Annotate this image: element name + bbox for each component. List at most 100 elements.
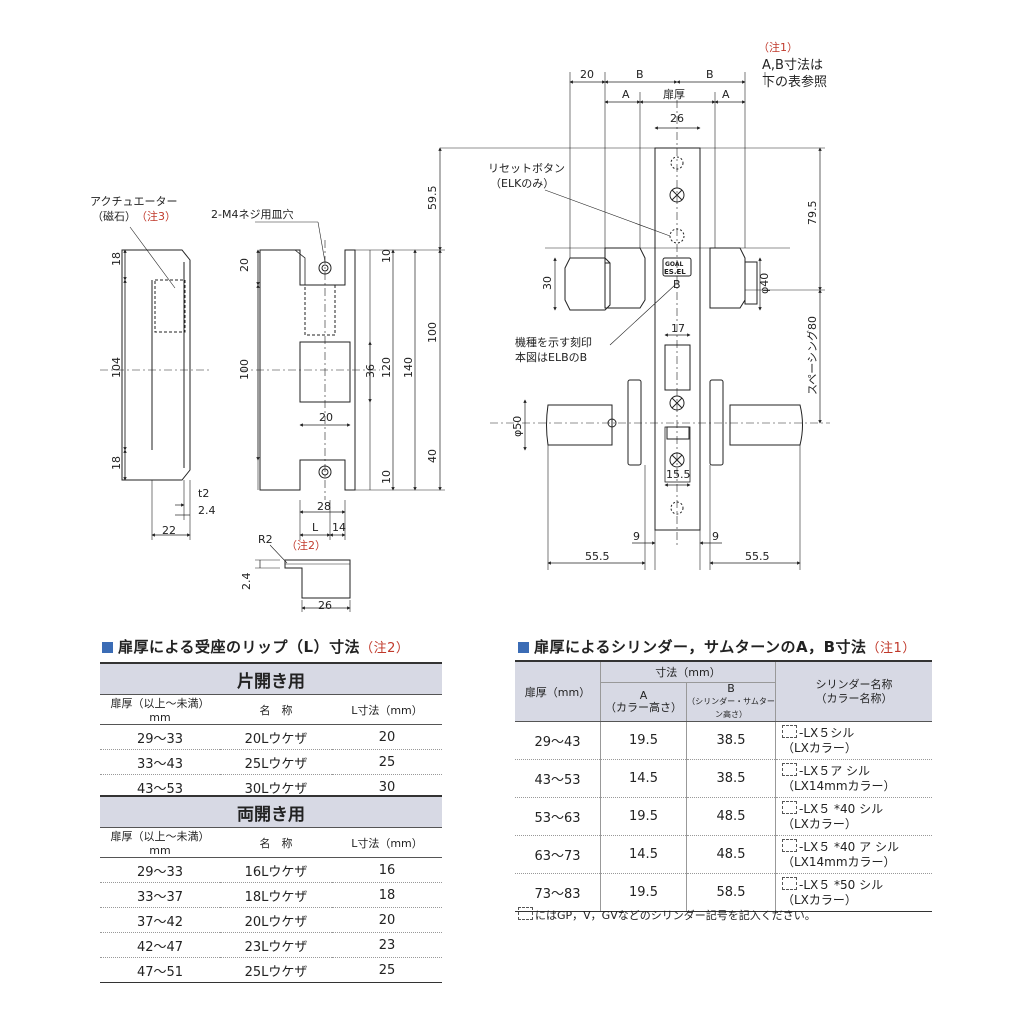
cell: 20 <box>332 724 442 750</box>
brand-mark-2: ES.EL <box>664 268 686 276</box>
single-door-band: 片開き用 <box>100 662 442 695</box>
cell: 25Lウケザ <box>220 749 332 775</box>
cell: 37～42 <box>100 907 220 933</box>
dim-100: 100 <box>238 359 251 380</box>
dim-140: 140 <box>402 357 415 378</box>
lock-front-view <box>438 72 830 570</box>
cell: 63～73 <box>515 835 601 874</box>
cell: 14.5 <box>600 759 687 798</box>
phi40-label: φ40 <box>758 273 771 294</box>
cell: -LX５ *40 シル（LXカラー） <box>775 797 932 836</box>
blank-box <box>782 801 797 814</box>
col-b-label: B <box>727 682 735 695</box>
dim-100b: 100 <box>426 322 439 343</box>
collar-name: （LX14mmカラー） <box>782 855 896 869</box>
col-l: L寸法（mm） <box>332 827 442 858</box>
note1-text2: 下の表参照 <box>762 74 827 90</box>
reset-button-label: リセットボタン <box>488 162 565 175</box>
right-table-title-text: 扉厚によるシリンダー，サムターンのA，B寸法 <box>534 638 867 656</box>
blank-box <box>782 763 797 776</box>
screw-holes-label: 2-M4ネジ用皿穴 <box>211 207 293 221</box>
cell: 20Lウケザ <box>220 907 332 933</box>
cell: 42～47 <box>100 932 220 958</box>
lock-technical-drawing: アクチュエーター （磁石） （注3） 2-M4ネジ用皿穴 18 104 18 2… <box>90 40 830 612</box>
cylinder-name: -LX５ア シル <box>799 764 871 778</box>
dim-28: 28 <box>317 500 331 513</box>
right-table-title: 扉厚によるシリンダー，サムターンのA，B寸法（注1） <box>518 636 916 657</box>
col-name: 名 称 <box>220 694 332 725</box>
strike-front-view <box>240 221 445 540</box>
drawing-labels: アクチュエーター （磁石） （注3） 2-M4ネジ用皿穴 18 104 18 2… <box>90 40 827 612</box>
blank-box <box>518 907 533 920</box>
cell: 47～51 <box>100 957 220 983</box>
dim-a-left: A <box>622 88 630 101</box>
col-cylinder-name: シリンダー名称（カラー名称） <box>775 660 932 722</box>
dim-b-left: B <box>636 68 644 81</box>
dim-55-5a: 55.5 <box>585 550 610 563</box>
dim-20top: 20 <box>580 68 594 81</box>
actuator-sub-label: （磁石） <box>92 210 136 223</box>
cylinder-name-sub: （カラー名称） <box>815 691 893 705</box>
dim-2-4b: 2.4 <box>240 573 253 591</box>
dim-17: 17 <box>671 322 685 335</box>
dim-36: 36 <box>364 364 377 378</box>
cylinder-name: -LX５シル <box>799 726 855 740</box>
collar-name: （LXカラー） <box>782 893 857 907</box>
cell: 25Lウケザ <box>220 957 332 983</box>
cylinder-name: -LX５ *50 シル <box>799 878 884 892</box>
cell: 23Lウケザ <box>220 932 332 958</box>
cell: 73～83 <box>515 873 601 912</box>
dim-59-5: 59.5 <box>426 186 439 211</box>
col-a-label: A <box>639 689 648 702</box>
dim-30: 30 <box>541 276 554 290</box>
actuator-label: アクチュエーター <box>90 195 177 208</box>
left-table-note: （注2） <box>360 641 410 656</box>
blank-box <box>782 877 797 890</box>
cell: 38.5 <box>686 759 776 798</box>
left-table-title: 扉厚による受座のリップ（L）寸法（注2） <box>102 636 409 657</box>
dim-15-5: 15.5 <box>666 468 691 481</box>
dim-104: 104 <box>110 357 123 378</box>
dim-26a: 26 <box>318 599 332 612</box>
footnote: にはGP，V，GVなどのシリンダー記号を記入ください。 <box>518 907 816 923</box>
dim-9b: 9 <box>712 530 719 543</box>
section-square-icon <box>102 642 113 653</box>
note1-text1: A,B寸法は <box>762 58 823 73</box>
right-table-note: （注1） <box>866 641 916 656</box>
col-b: B （シリンダー・サムターン高さ） <box>686 682 776 722</box>
double-door-band: 両開き用 <box>100 795 442 828</box>
brand-mark-1: GOAL <box>665 261 684 268</box>
collar-name: （LX14mmカラー） <box>782 779 896 793</box>
cell: 33～37 <box>100 882 220 908</box>
dim-10a: 10 <box>380 249 393 263</box>
cell: 25 <box>332 957 442 983</box>
dim-t2: t2 <box>198 487 209 500</box>
dim-14: 14 <box>332 521 346 534</box>
col-b-sub: （シリンダー・サムターン高さ） <box>687 697 775 719</box>
cell: 43～53 <box>515 759 601 798</box>
cell: 38.5 <box>686 721 776 760</box>
cell: 29～33 <box>100 857 220 883</box>
col-thickness: 扉厚（以上～未満）mm <box>100 694 220 725</box>
dim-l: L <box>312 521 319 534</box>
cylinder-table: 扉厚（mm） 寸法（mm） シリンダー名称（カラー名称） A（カラー高さ） B（… <box>515 660 932 912</box>
dim-b-right: B <box>706 68 714 81</box>
collar-name: （LXカラー） <box>782 741 857 755</box>
strike-lip-section <box>255 544 351 612</box>
phi50-label: φ50 <box>511 416 524 437</box>
cell: 16 <box>332 857 442 883</box>
cell: 20Lウケザ <box>220 724 332 750</box>
model-mark-sub: 本図はELBのB <box>515 350 587 364</box>
dim-120: 120 <box>380 357 393 378</box>
strike-side-view <box>100 226 210 540</box>
cell: 29～33 <box>100 724 220 750</box>
cell: 20 <box>332 907 442 933</box>
note3-label: （注3） <box>136 209 176 223</box>
